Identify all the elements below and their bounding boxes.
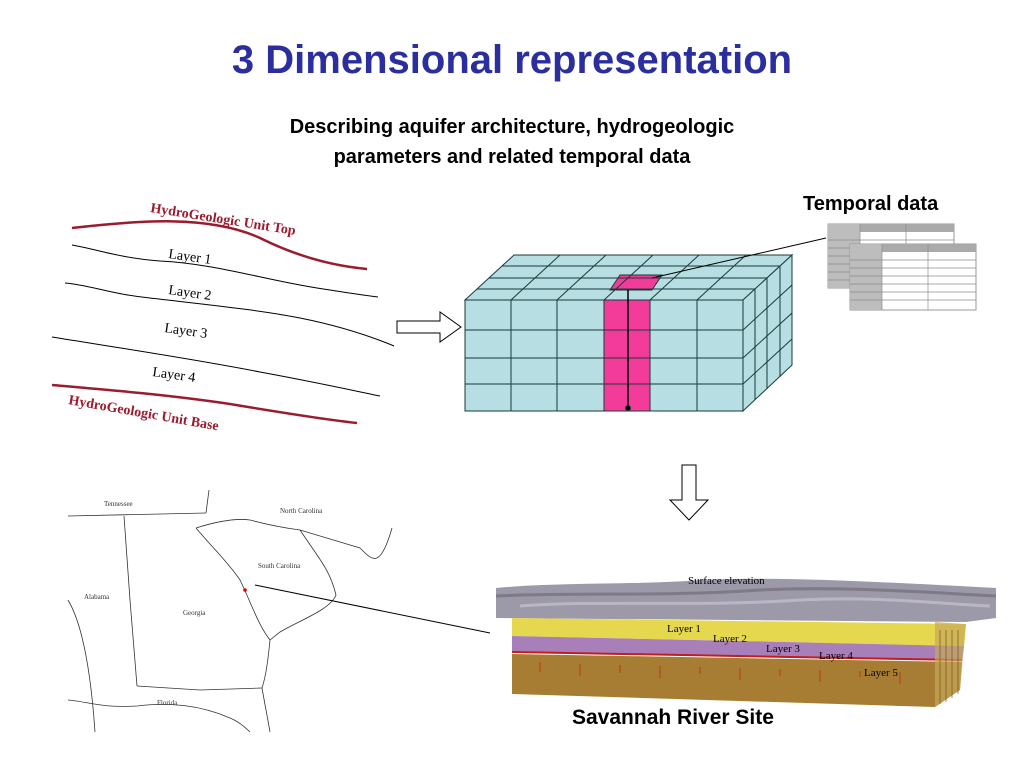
map-label-florida: Florida [157,699,178,707]
subtitle-line-1: Describing aquifer architecture, hydroge… [289,116,735,138]
surface-elevation-label: Surface elevation [688,575,765,587]
right-arrow-icon [396,311,462,343]
down-arrow-icon [668,464,710,521]
map-label-north-carolina: North Carolina [280,507,323,515]
unit-base-line [51,383,358,425]
model-layer-3-label: Layer 3 [766,643,800,655]
model-layer-1-label: Layer 1 [667,623,701,635]
slide-title: 3 Dimensional representation [231,38,793,82]
southeast-map [67,489,393,733]
cross-section: HydroGeologic Unit Top Layer 1 Layer 2 L… [51,201,395,434]
layer-2-label: Layer 2 [167,283,212,304]
temporal-table-front [849,243,977,311]
model-layer-4-label: Layer 4 [819,650,853,662]
unit-top-label: HydroGeologic Unit Top [149,201,297,239]
model-layer-5-label: Layer 5 [864,667,898,679]
highlight-column [603,299,651,412]
map-label-south-carolina: South Carolina [258,562,301,570]
layer-1-label: Layer 1 [167,247,212,268]
slide-subtitle: Describing aquifer architecture, hydroge… [0,112,1024,172]
layer-boundary-2 [64,282,395,347]
grid-block-3d [463,253,794,413]
srs-location-marker [243,588,247,592]
srs-callout-line [254,584,491,634]
layer-boundary-1 [71,244,379,298]
layer-3-label: Layer 3 [163,321,208,342]
model-layer-2-label: Layer 2 [713,633,747,645]
savannah-river-site-title: Savannah River Site [572,706,774,729]
map-label-alabama: Alabama [84,593,110,601]
geologic-model-3d [495,578,997,707]
unit-top-line [71,220,368,271]
layer-4-label: Layer 4 [151,365,196,386]
map-label-tennessee: Tennessee [104,500,133,508]
map-label-georgia: Georgia [183,609,206,617]
layer-boundary-3 [51,336,381,397]
temporal-data-title: Temporal data [803,193,939,215]
subtitle-line-2: parameters and related temporal data [333,146,691,168]
highlight-top-cell [609,274,663,291]
temporal-callout-line [651,237,827,279]
